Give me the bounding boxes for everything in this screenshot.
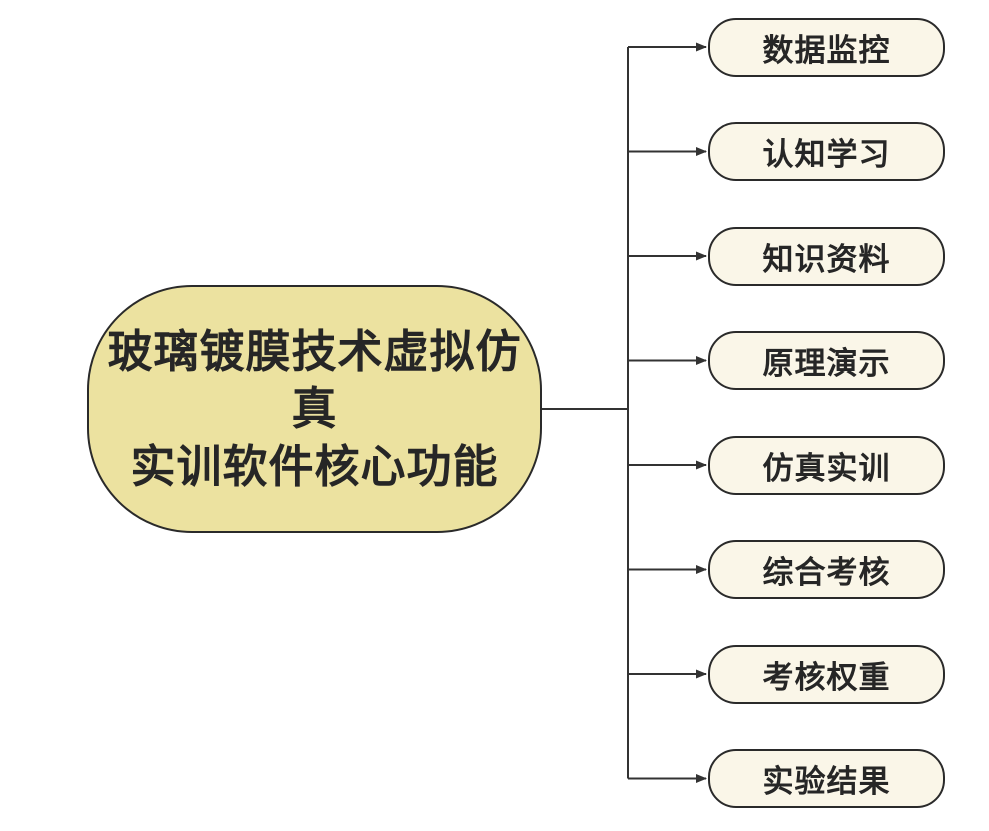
branch-node-1[interactable]: 数据监控 bbox=[708, 17, 945, 77]
branch-node-label: 仿真实训 bbox=[762, 450, 891, 486]
branch-node-label: 综合考核 bbox=[762, 555, 891, 590]
branch-node-5[interactable]: 仿真实训 bbox=[708, 435, 945, 495]
branch-node-label: 考核权重 bbox=[762, 659, 891, 695]
root-label-line-2: 实训软件核心功能 bbox=[130, 440, 499, 492]
branch-node-3[interactable]: 知识资料 bbox=[708, 226, 945, 286]
branch-node-label: 实验结果 bbox=[762, 764, 891, 799]
branch-node-label: 数据监控 bbox=[762, 32, 891, 68]
branch-node-label: 原理演示 bbox=[762, 346, 891, 381]
root-node[interactable]: 玻璃镀膜技术虚拟仿真 实训软件核心功能 bbox=[87, 285, 542, 533]
branch-node-8[interactable]: 实验结果 bbox=[708, 749, 945, 808]
branch-node-2[interactable]: 认知学习 bbox=[708, 122, 945, 181]
root-label-line-1: 玻璃镀膜技术虚拟仿真 bbox=[107, 325, 522, 435]
root-node-label: 玻璃镀膜技术虚拟仿真 实训软件核心功能 bbox=[89, 323, 540, 496]
branch-node-6[interactable]: 综合考核 bbox=[708, 540, 945, 599]
branch-node-label: 知识资料 bbox=[762, 241, 891, 277]
branch-node-label: 认知学习 bbox=[762, 137, 891, 172]
branch-node-4[interactable]: 原理演示 bbox=[708, 331, 945, 390]
branch-node-7[interactable]: 考核权重 bbox=[708, 644, 945, 704]
